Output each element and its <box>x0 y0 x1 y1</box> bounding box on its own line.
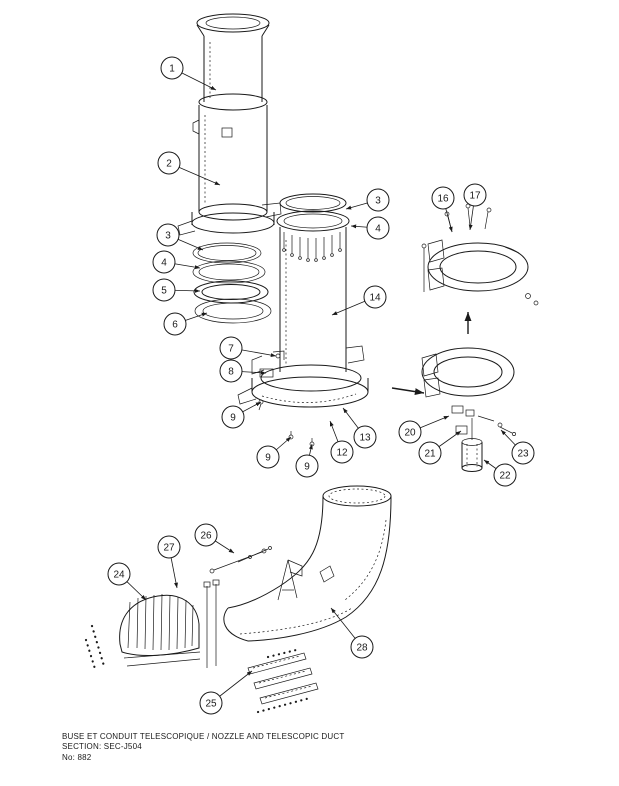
seal-rings <box>192 242 272 324</box>
svg-text:9: 9 <box>304 462 310 473</box>
svg-text:1: 1 <box>169 64 175 75</box>
svg-text:14: 14 <box>369 293 381 304</box>
svg-text:12: 12 <box>336 448 348 459</box>
number-line: No: 882 <box>62 752 92 762</box>
callout-5: 5 <box>152 278 201 302</box>
callout-25: 25 <box>199 670 253 715</box>
callout-3: 3 <box>345 188 390 212</box>
svg-text:4: 4 <box>375 224 381 235</box>
callout-1: 1 <box>160 56 217 91</box>
callout-13: 13 <box>342 407 377 449</box>
callout-2: 2 <box>157 151 221 186</box>
callout-28: 28 <box>330 607 374 659</box>
svg-text:8: 8 <box>228 367 234 378</box>
upper-telescopic-tube <box>177 13 282 236</box>
callout-3: 3 <box>156 223 204 251</box>
section-line: SECTION: SEC-J504 <box>62 742 142 752</box>
svg-text:28: 28 <box>356 643 368 654</box>
svg-text:5: 5 <box>161 286 167 297</box>
svg-text:3: 3 <box>165 231 171 242</box>
callout-4: 4 <box>152 250 201 274</box>
svg-text:25: 25 <box>205 699 217 710</box>
svg-text:20: 20 <box>404 428 416 439</box>
svg-text:16: 16 <box>437 194 449 205</box>
callout-20: 20 <box>398 415 450 444</box>
svg-text:3: 3 <box>375 196 381 207</box>
svg-text:27: 27 <box>163 543 175 554</box>
assembly-arrow-right <box>391 387 425 396</box>
svg-text:22: 22 <box>499 471 511 482</box>
svg-text:6: 6 <box>172 320 178 331</box>
callout-9: 9 <box>295 443 319 478</box>
svg-text:9: 9 <box>265 453 271 464</box>
callout-8: 8 <box>219 359 267 383</box>
callout-9: 9 <box>256 436 292 469</box>
callout-23: 23 <box>500 429 535 465</box>
svg-text:13: 13 <box>359 433 371 444</box>
callout-22: 22 <box>483 459 517 487</box>
lower-clamp-collar <box>421 347 516 472</box>
callout-27: 27 <box>157 535 181 589</box>
callout-12: 12 <box>329 420 354 464</box>
title-block: BUSE ET CONDUIT TELESCOPIQUE / NOZZLE AN… <box>62 732 344 763</box>
svg-text:7: 7 <box>228 344 234 355</box>
nozzle-head <box>84 579 319 714</box>
middle-telescopic-tube <box>237 193 369 447</box>
callout-7: 7 <box>219 336 277 360</box>
callout-9: 9 <box>221 401 262 429</box>
svg-text:26: 26 <box>200 531 212 542</box>
callout-26: 26 <box>194 523 235 554</box>
callout-16: 16 <box>431 186 455 233</box>
svg-text:4: 4 <box>161 258 167 269</box>
svg-text:23: 23 <box>517 449 529 460</box>
callout-17: 17 <box>463 183 487 231</box>
title-line: BUSE ET CONDUIT TELESCOPIQUE / NOZZLE AN… <box>62 732 345 741</box>
elbow-duct <box>209 485 392 642</box>
upper-clamp-collar <box>421 203 539 306</box>
svg-text:21: 21 <box>424 449 436 460</box>
callout-6: 6 <box>163 312 208 336</box>
callout-24: 24 <box>107 562 147 601</box>
svg-text:9: 9 <box>230 413 236 424</box>
svg-text:24: 24 <box>113 570 125 581</box>
svg-text:2: 2 <box>166 159 172 170</box>
callout-14: 14 <box>331 285 387 316</box>
callout-21: 21 <box>418 430 462 465</box>
callout-4: 4 <box>350 216 390 240</box>
svg-text:17: 17 <box>469 191 481 202</box>
